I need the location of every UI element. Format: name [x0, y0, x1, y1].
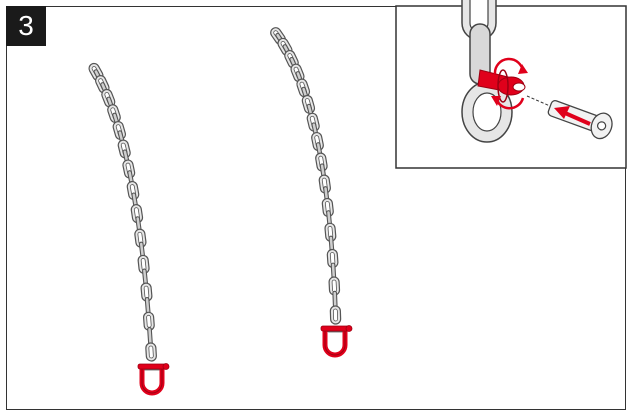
chain-link — [330, 306, 341, 324]
chain-left — [87, 62, 161, 370]
shackle-left — [138, 364, 169, 394]
inset-detail-panel — [396, 0, 626, 168]
shackle-right — [321, 326, 352, 356]
chain-right — [269, 26, 345, 332]
chain-link — [146, 343, 157, 362]
